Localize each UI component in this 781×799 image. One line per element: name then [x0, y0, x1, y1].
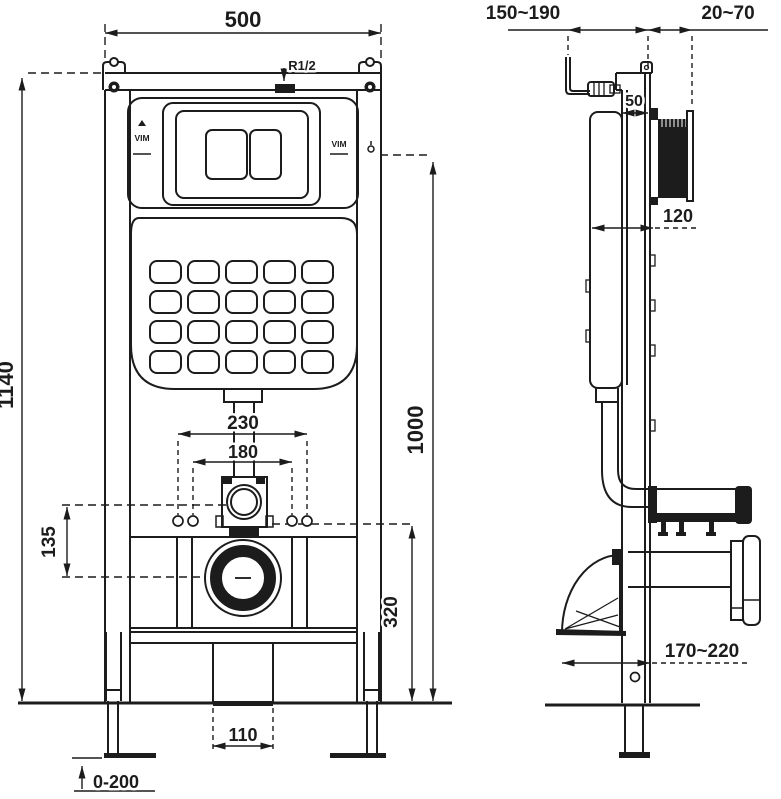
side-frame	[615, 61, 656, 703]
side-view	[545, 57, 761, 758]
dimension-labels: 500 1140 1000 320 135 230 180 110 0-200 …	[0, 1, 757, 795]
dim-base-opening-label: 110	[228, 725, 257, 745]
inlet-valve	[587, 81, 615, 97]
side-foot-plate	[619, 752, 650, 758]
level-mark-icon	[367, 145, 375, 153]
plate-frame	[162, 102, 321, 206]
dimension-lines	[18, 24, 768, 792]
drain-elbow	[556, 549, 626, 636]
right-tab-notch	[365, 57, 375, 67]
dim-upper-depth-label: 50	[625, 93, 643, 110]
outlet-section	[131, 536, 357, 633]
frame-outer	[102, 57, 382, 703]
flush-plate-assembly	[127, 97, 375, 209]
drain-outlet-circle	[204, 539, 282, 617]
brand-right-label: VIM	[331, 139, 346, 149]
base-opening	[212, 643, 274, 702]
dim-frame-depth-label: 120	[663, 206, 693, 226]
dim-frame-height-label: 1140	[0, 361, 18, 409]
dim-outlet-height-label: 320	[381, 596, 402, 628]
dim-bolt-drop-label: 135	[39, 526, 60, 558]
support-feet	[104, 632, 386, 758]
leg-pin-hole	[629, 671, 641, 683]
water-inlet-assembly	[565, 57, 621, 97]
frame-rails	[104, 90, 382, 703]
base-section	[18, 642, 452, 706]
dim-leg-adjustment-label: 0-200	[93, 772, 139, 792]
wall-sleeve-block	[650, 108, 694, 205]
fixing-bolts	[172, 515, 313, 527]
right-foot-plate	[330, 753, 386, 758]
brand-mark-icon	[138, 120, 146, 126]
flush-bend-connector	[648, 486, 752, 536]
dim-inner-bolt-spacing-label: 180	[228, 442, 258, 462]
side-tank-profile	[585, 111, 656, 508]
left-foot-plate	[104, 753, 156, 758]
flush-button-large	[205, 129, 248, 180]
flush-pipe-and-flange	[215, 389, 274, 536]
bolt-extension-lines	[177, 36, 748, 749]
dim-outlet-projection-label: 170~220	[665, 641, 740, 662]
water-inlet-fitting	[275, 84, 295, 93]
cistern-tank	[130, 217, 358, 390]
drain-connector	[628, 535, 761, 626]
front-view	[18, 57, 452, 758]
dim-water-inlet-label: R1/2	[288, 58, 315, 73]
side-foot	[545, 671, 700, 758]
side-flush-pipe	[601, 402, 619, 470]
dim-outer-bolt-spacing-label: 230	[227, 413, 259, 434]
dim-actuator-height-label: 1000	[403, 406, 428, 455]
dim-install-depth-label: 150~190	[486, 3, 561, 24]
brand-left-label: VIM	[134, 133, 149, 143]
actuator-housing	[127, 97, 359, 209]
plate-face	[175, 110, 309, 199]
wall-plate	[686, 110, 694, 202]
flush-button-small	[249, 129, 282, 180]
dim-finish-offset-label: 20~70	[701, 3, 754, 24]
extension-lines	[28, 24, 431, 578]
left-tab-notch	[109, 57, 119, 67]
dim-front-width-label: 500	[225, 7, 262, 32]
